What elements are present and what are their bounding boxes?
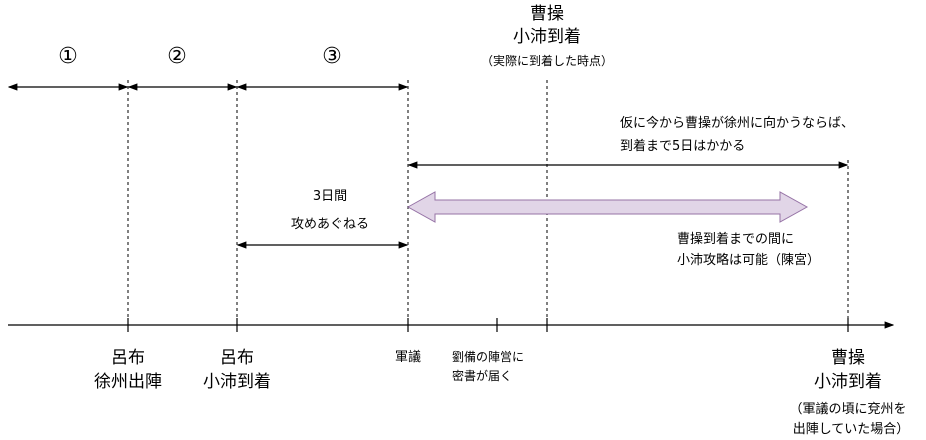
event-2-line2: 小沛到着 <box>203 372 271 392</box>
event-4-line1: 劉備の陣営に <box>452 350 525 364</box>
event-3-line1: 軍議 <box>394 350 422 365</box>
siege-line1: 3日間 <box>312 189 348 204</box>
top-event-note: （実際に到着した時点） <box>480 54 614 68</box>
event-4-line2: 密書が届く <box>452 369 513 383</box>
top-event-line1: 曹操 <box>530 4 564 24</box>
event-5-note1: （軍議の頃に兗州を <box>789 402 907 417</box>
hypothesis-line2: 到着まで5日はかかる <box>620 139 746 154</box>
capture-window-arrow <box>406 191 809 223</box>
event-1-line2: 徐州出陣 <box>94 372 162 392</box>
top-event-line2: 小沛到着 <box>513 27 581 47</box>
segment-1-label: ① <box>58 44 78 69</box>
siege-line2: 攻めあぐねる <box>290 217 370 232</box>
segment-2-label: ② <box>167 44 187 69</box>
event-2-line1: 呂布 <box>220 348 254 368</box>
event-1-line1: 呂布 <box>111 348 145 368</box>
window-line1: 曹操到着までの間に <box>677 232 795 247</box>
window-line2: 小沛攻略は可能（陳宮） <box>677 253 821 268</box>
event-5-line2: 小沛到着 <box>814 372 882 392</box>
event-5-line1: 曹操 <box>831 348 865 368</box>
event-5-note2: 出陣していた場合） <box>792 422 910 437</box>
segment-3-label: ③ <box>322 44 342 69</box>
hypothesis-line1: 仮に今から曹操が徐州に向かうならば、 <box>620 116 855 131</box>
